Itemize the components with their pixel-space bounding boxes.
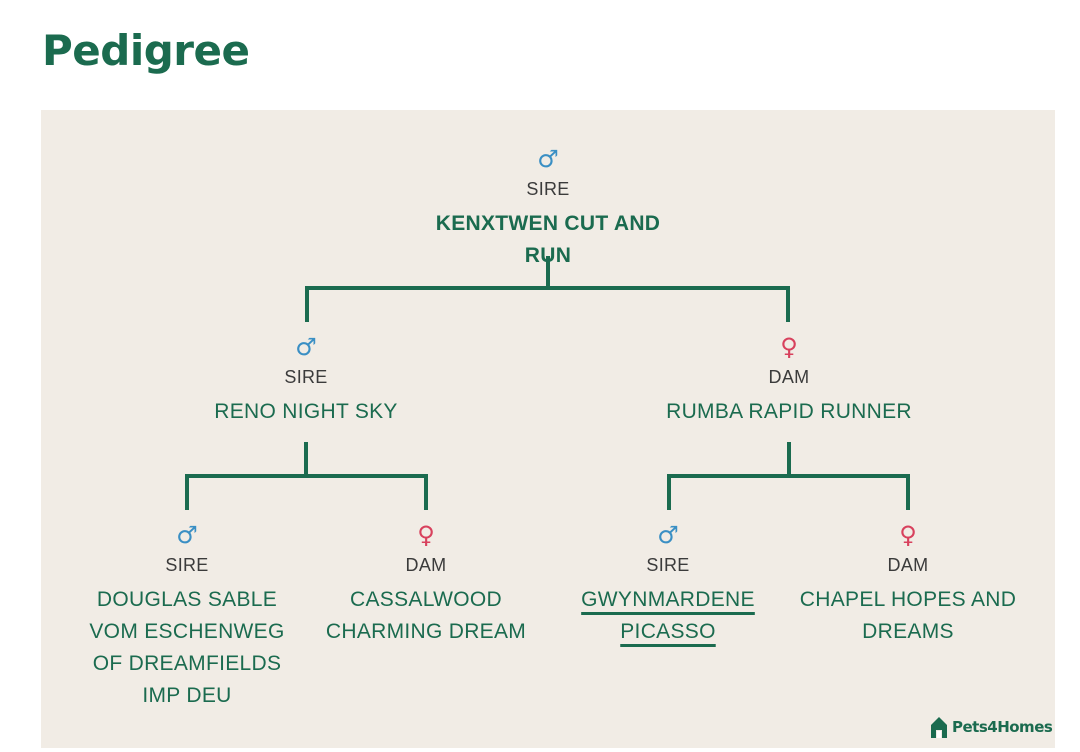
node-name-line: VOM ESCHENWEG <box>89 620 285 643</box>
node-name-line: OF DREAMFIELDS <box>92 652 282 675</box>
pedigree-node-dam: ♀ DAM RUMBA RAPID RUNNER <box>639 334 939 428</box>
pedigree-node-dam-dam: ♀ DAM CHAPEL HOPES AND DREAMS <box>783 522 1033 648</box>
node-name: CHAPEL HOPES AND DREAMS <box>800 584 1016 648</box>
node-name-line: CHAPEL HOPES AND <box>799 588 1017 611</box>
brand-name: Pets4Homes <box>952 718 1053 736</box>
house-logo-icon <box>931 717 947 738</box>
dog-profile-link[interactable]: GWYNMARDENE PICASSO <box>581 584 755 648</box>
node-role-label: SIRE <box>284 367 328 387</box>
pedigree-panel: ♂ SIRE KENXTWEN CUT AND RUN ♂ SIRE RENO … <box>41 110 1055 748</box>
female-icon: ♀ <box>780 333 798 361</box>
pedigree-node-root: ♂ SIRE KENXTWEN CUT AND RUN <box>423 146 673 272</box>
node-name-line: DREAMS <box>862 620 954 643</box>
node-role-label: SIRE <box>526 179 570 199</box>
node-name-line: CHARMING DREAM <box>325 620 527 643</box>
node-role-label: DAM <box>405 555 447 575</box>
pedigree-node-sire-dam: ♀ DAM CASSALWOOD CHARMING DREAM <box>301 522 551 648</box>
page-title: Pedigree <box>42 26 250 75</box>
male-icon: ♂ <box>657 521 679 549</box>
male-icon: ♂ <box>176 521 198 549</box>
female-icon: ♀ <box>417 521 435 549</box>
node-name-line: DOUGLAS SABLE <box>96 588 278 611</box>
node-name: CASSALWOOD CHARMING DREAM <box>326 584 526 648</box>
node-name: KENXTWEN CUT AND RUN <box>435 212 661 267</box>
node-name-line[interactable]: GWYNMARDENE <box>581 588 755 611</box>
male-icon: ♂ <box>295 333 317 361</box>
node-name-line[interactable]: PICASSO <box>620 620 716 643</box>
node-role-label: DAM <box>768 367 810 387</box>
node-name-line: IMP DEU <box>142 684 232 707</box>
node-role-label: SIRE <box>646 555 690 575</box>
node-name-line: CASSALWOOD <box>350 588 502 611</box>
pedigree-node-dam-sire: ♂ SIRE GWYNMARDENE PICASSO <box>543 522 793 648</box>
pedigree-connector-lines <box>185 256 910 510</box>
node-role-label: SIRE <box>165 555 209 575</box>
node-name: DOUGLAS SABLE VOM ESCHENWEG OF DREAMFIEL… <box>89 584 284 712</box>
female-icon: ♀ <box>899 521 917 549</box>
pedigree-node-sire: ♂ SIRE RENO NIGHT SKY <box>181 334 431 428</box>
pedigree-node-sire-sire: ♂ SIRE DOUGLAS SABLE VOM ESCHENWEG OF DR… <box>62 522 312 712</box>
node-role-label: DAM <box>887 555 929 575</box>
node-name: RENO NIGHT SKY <box>214 400 398 423</box>
brand-logo: Pets4Homes <box>929 715 1053 739</box>
node-name: RUMBA RAPID RUNNER <box>666 400 912 423</box>
male-icon: ♂ <box>537 145 559 173</box>
